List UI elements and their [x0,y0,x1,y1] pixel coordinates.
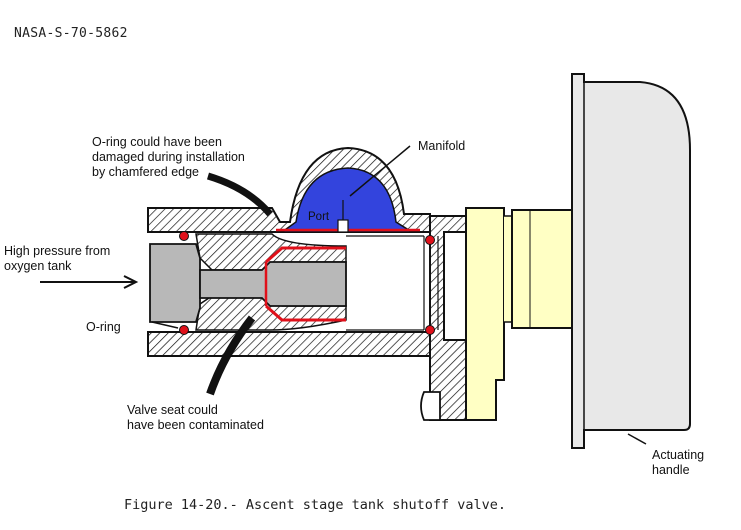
inlet-plug [149,243,201,323]
label-o-ring: O-ring [86,320,121,334]
figure-caption: Figure 14-20.- Ascent stage tank shutoff… [124,497,507,513]
label-o-ring-damage-line-3: by chamfered edge [92,165,200,179]
actuating-handle [571,73,691,449]
label-valve-seat-line-2: have been contaminated [127,418,264,432]
document-id: NASA-S-70-5862 [14,26,128,41]
bolt-head [420,391,441,421]
port-marker [337,200,349,233]
label-high-pressure: High pressure from oxygen tank [4,244,110,274]
leader-lines [151,145,647,445]
label-o-ring-damage: O-ring could have been damaged during in… [92,135,245,180]
label-o-ring-damage-line-1: O-ring could have been [92,135,222,149]
label-actuating-handle: Actuating handle [652,448,704,478]
inlet-arrow [40,275,139,289]
label-o-ring-damage-line-2: damaged during installation [92,150,245,164]
manifold [279,167,415,233]
label-valve-seat: Valve seat could have been contaminated [127,403,264,433]
valve-body-lower [147,331,431,357]
passage-lines [346,235,439,331]
poppet [199,261,347,307]
label-manifold: Manifold [418,139,466,153]
label-actuating-handle-line-1: Actuating [652,448,705,462]
mounting-flange [429,215,471,421]
label-high-pressure-line-2: oxygen tank [4,259,72,273]
yoke [465,207,573,421]
o-rings [179,231,435,335]
label-actuating-handle-line-2: handle [652,463,690,477]
label-high-pressure-line-1: High pressure from [4,244,111,258]
label-port: Port [308,211,330,223]
label-valve-seat-line-1: Valve seat could [127,403,218,417]
